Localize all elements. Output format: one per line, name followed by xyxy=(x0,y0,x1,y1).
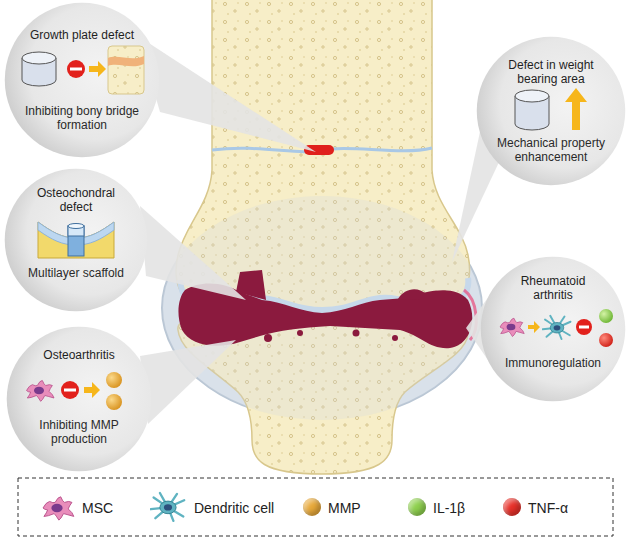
legend-label: TNF-α xyxy=(528,500,568,516)
bubble-body: Inhibiting bony bridge formation xyxy=(17,104,147,132)
legend-label: IL-1β xyxy=(433,500,465,516)
legend-item: Dendritic cell xyxy=(194,499,274,517)
bubble-body: Mechanical property enhancement xyxy=(493,136,609,164)
callout-bubble: Defect in weight bearing areaMechanical … xyxy=(476,36,626,186)
bubble-heading: Rheumatoid arthritis xyxy=(503,274,603,302)
legend-item: MMP xyxy=(328,499,361,517)
legend-item: MSC xyxy=(82,499,113,517)
bubble-body: Inhibiting MMP production xyxy=(24,418,134,446)
bubble-circle xyxy=(5,169,148,312)
legend-swatch xyxy=(303,498,321,516)
bubble-circle xyxy=(7,327,152,472)
bubble-outline xyxy=(6,326,152,472)
bubble-circle xyxy=(5,3,159,157)
bubble-circle xyxy=(477,37,626,186)
legend-swatch xyxy=(503,498,521,516)
callout-bubble: OsteoarthritisInhibiting MMP production xyxy=(6,326,152,472)
legend-label: MMP xyxy=(328,500,361,516)
bubble-body: Multilayer scaffold xyxy=(21,266,131,280)
bubble-circle xyxy=(481,257,626,402)
legend-swatch xyxy=(408,498,426,516)
bubble-heading: Osteochondral defect xyxy=(26,186,126,214)
legend-item: TNF-α xyxy=(528,499,568,517)
bubble-heading: Defect in weight bearing area xyxy=(496,58,606,86)
scaffold-icon xyxy=(22,52,56,86)
bubble-body: Immunoregulation xyxy=(498,356,608,370)
bubble-heading: Growth plate defect xyxy=(12,28,152,42)
legend-item: IL-1β xyxy=(433,499,465,517)
legend-label: MSC xyxy=(82,500,113,516)
bubble-heading: Osteoarthritis xyxy=(24,348,134,362)
legend-label: Dendritic cell xyxy=(194,500,274,516)
